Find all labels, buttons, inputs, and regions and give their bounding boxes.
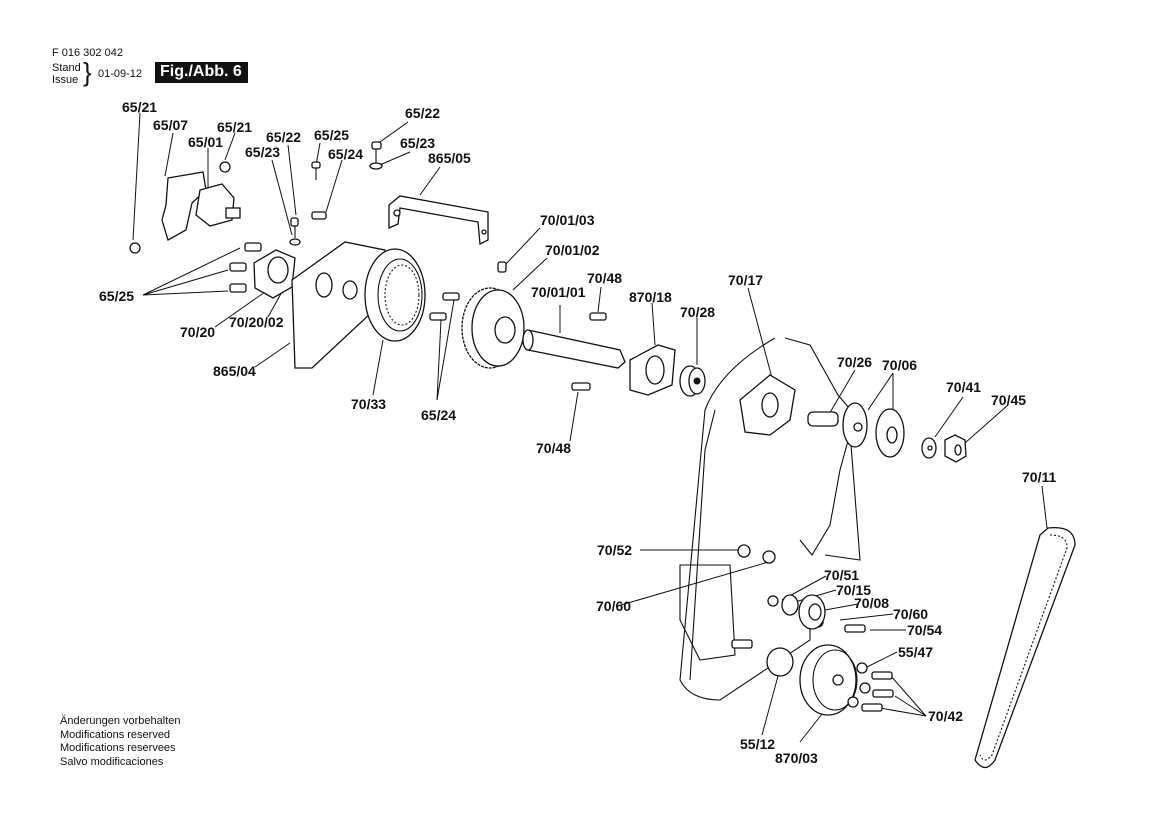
part-label: 55/12 [740, 736, 776, 752]
part-label: 70/41 [946, 379, 982, 395]
v-belt-70-11 [974, 526, 1076, 769]
part-label: 65/21 [217, 119, 253, 135]
part-label: 70/51 [824, 567, 860, 583]
part-label: 65/23 [400, 135, 436, 151]
part-label: 870/03 [775, 750, 818, 766]
mounting-plate-part [129, 161, 241, 254]
part-label: 65/21 [122, 99, 158, 115]
part-label: 70/26 [837, 354, 873, 370]
part-label: 65/22 [266, 129, 302, 145]
part-number: F 016 302 042 [52, 47, 123, 59]
part-label: 70/17 [728, 272, 764, 288]
part-label: 65/01 [188, 134, 224, 150]
part-label: 865/05 [428, 150, 471, 166]
bracket-865-05 [388, 195, 489, 246]
shaft-and-discs-70-26-70-06 [807, 402, 905, 458]
screws-group [229, 141, 383, 293]
part-label: 70/48 [536, 440, 572, 456]
part-label: 70/06 [882, 357, 918, 373]
part-label: 70/08 [854, 595, 890, 611]
disclaimer-block: Änderungen vorbehalten Modifications res… [60, 715, 180, 769]
part-label: 70/42 [928, 708, 964, 724]
part-label: 70/20/02 [229, 314, 284, 330]
issue-date: 01-09-12 [98, 68, 143, 80]
disclaimer-line-en: Modifications reserved [60, 728, 171, 741]
part-label: 865/04 [213, 363, 256, 379]
bearing-70-28 [679, 365, 706, 397]
part-label: 65/25 [314, 127, 350, 143]
part-label: 70/33 [351, 396, 387, 412]
washer-and-nut [921, 434, 967, 463]
part-label: 65/24 [328, 146, 364, 162]
part-label: 70/60 [596, 598, 632, 614]
figure-badge: Fig./Abb. 6 [155, 62, 248, 83]
issue-label: Issue [52, 74, 79, 86]
pulley-70-01-02 [461, 261, 525, 369]
spacer-and-roller [781, 594, 866, 633]
part-label: 65/22 [405, 105, 441, 121]
shaft-70-01-01 [522, 329, 626, 369]
part-label: 870/18 [629, 289, 672, 305]
part-label: 70/20 [180, 324, 216, 340]
part-label: 65/24 [421, 407, 457, 423]
stand-label: Stand [52, 62, 81, 74]
brace-symbol: } [83, 57, 92, 87]
screws-70-48 [571, 312, 607, 391]
part-label: 70/28 [680, 304, 716, 320]
part-label: 65/07 [153, 117, 189, 133]
flange-70-20 [253, 249, 296, 299]
part-label: 70/01/03 [540, 212, 595, 228]
part-label: 55/47 [898, 644, 934, 660]
part-label: 70/01/02 [545, 242, 600, 258]
flange-870-18 [629, 344, 676, 396]
disclaimer-line-de: Änderungen vorbehalten [60, 715, 181, 727]
screws-65-24 [429, 292, 460, 321]
part-label: 70/11 [1022, 469, 1057, 485]
part-label: 70/01/01 [531, 284, 586, 300]
part-label: 70/54 [907, 622, 943, 638]
main-frame [679, 337, 861, 701]
part-label: 70/45 [991, 392, 1027, 408]
part-label: 65/23 [245, 144, 281, 160]
pulley-870-03-group [766, 644, 894, 716]
leader-lines [132, 112, 1048, 743]
disclaimer-line-fr: Modifications reservees [60, 742, 176, 754]
part-label: 70/52 [597, 542, 633, 558]
part-label: 70/60 [893, 606, 929, 622]
toothed-belt-70-33 [364, 248, 426, 342]
part-label: 70/48 [587, 270, 623, 286]
part-label: 65/25 [99, 288, 135, 304]
part-label: 70/15 [836, 582, 872, 598]
disclaimer-line-es: Salvo modificaciones [60, 755, 164, 768]
